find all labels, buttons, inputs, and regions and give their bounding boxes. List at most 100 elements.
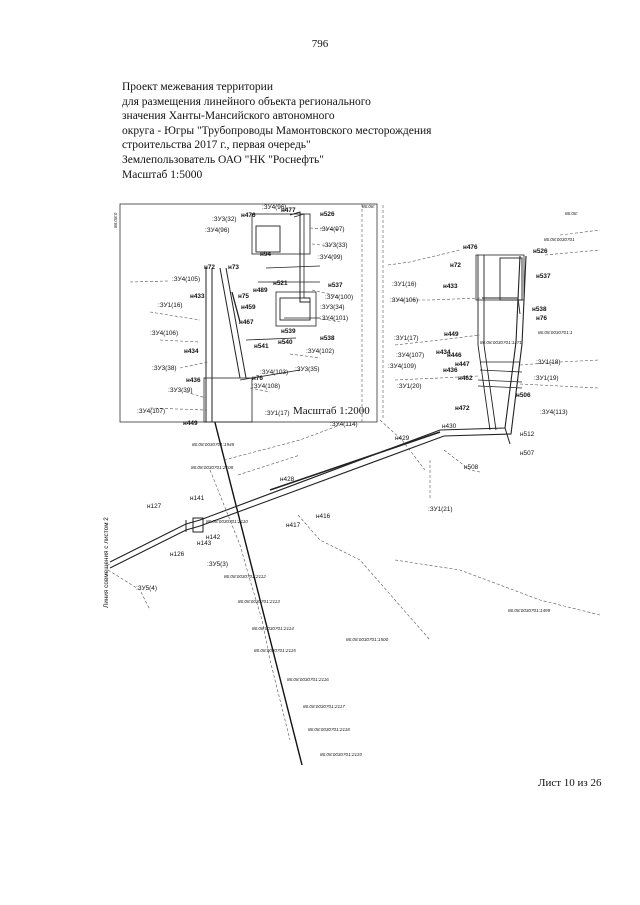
inset-label-22: н467 <box>239 319 254 326</box>
inset-label-18: н433 <box>190 293 205 300</box>
inset-label-39: :ЗУ1(17) <box>265 410 290 417</box>
main-cadastral-9: 86:08:0030701:2118 <box>308 727 350 732</box>
inset-label-32: :ЗУ3(38) <box>152 365 177 372</box>
inset-label-17: :ЗУ1(16) <box>158 302 183 309</box>
right-label-11: н434 <box>436 349 451 356</box>
main-cadastral-10: 86:08:0030701:2119 <box>320 752 362 757</box>
main-label-11: н127 <box>147 503 162 510</box>
main-label-14: н126 <box>170 551 185 558</box>
inset-label-4: н526 <box>320 211 335 218</box>
inset-label-14: н521 <box>273 280 288 287</box>
inset-label-1: :ЗУ3(32) <box>212 216 237 223</box>
inset-label-35: н76 <box>252 375 263 382</box>
inset-label-10: н72 <box>204 264 215 271</box>
main-label-9: н417 <box>286 522 301 529</box>
main-cadastral-0: 86:08:0030701:1948 <box>192 442 235 447</box>
right-cadastral-1: 86:08:0030701 <box>544 237 575 242</box>
inset-label-23: :ЗУ4(101) <box>320 315 348 322</box>
main-label-13: н143 <box>197 540 212 547</box>
main-cadastral-3: 86:08:0030701:2112 <box>224 574 266 579</box>
inset-label-5: :ЗУ4(96) <box>205 227 230 234</box>
right-label-14: н446 <box>447 352 462 359</box>
main-cadastral-7: 86:08:0030701:2116 <box>287 677 329 682</box>
right-label-5: н537 <box>536 273 551 280</box>
right-cadastral-2: 86:08:0030701:1171 <box>480 340 522 345</box>
right-label-15: н447 <box>455 361 470 368</box>
inset-label-12: :ЗУ4(105) <box>172 276 200 283</box>
sheet-label: Лист 10 из 26 <box>538 777 602 789</box>
main-label-8: н416 <box>316 513 331 520</box>
right-label-17: :ЗУ4(109) <box>388 363 416 370</box>
inset-label-31: :ЗУ3(35) <box>295 366 320 373</box>
side-note: Линия совмещения с листом 2 <box>103 517 110 608</box>
main-cadastral-8: 86:08:0030701:2117 <box>303 704 345 709</box>
title-line-6: Землепользователь ОАО "НК "Роснефть" <box>122 153 324 166</box>
right-label-2: н72 <box>450 262 461 269</box>
main-cadastral-1: 86:08:0030701:2108 <box>191 465 234 470</box>
right-label-12: н436 <box>443 367 458 374</box>
inset-corridor <box>203 211 321 423</box>
inset-frame <box>119 203 378 423</box>
main-cadastral-2: 86:08:0030701:2110 <box>206 519 248 524</box>
main-label-4: н512 <box>520 431 535 438</box>
title-line-2: для размещения линейного объекта региона… <box>122 95 371 108</box>
inset-map <box>119 203 378 423</box>
right-label-19: :ЗУ1(19) <box>534 375 559 382</box>
right-label-8: н76 <box>536 315 547 322</box>
right-label-20: :ЗУ1(20) <box>397 383 422 390</box>
inset-label-40: н449 <box>183 420 198 427</box>
inset-label-8: н94 <box>260 251 271 258</box>
inset-label-7: :ЗУ3(33) <box>323 242 348 249</box>
inset-label-15: :ЗУ4(100) <box>325 294 353 301</box>
right-label-22: н472 <box>455 405 470 412</box>
right-label-1: н526 <box>533 248 548 255</box>
main-cadastral-4: 86:08:0030701:2113 <box>238 599 280 604</box>
main-cadastral-11: 86:08:0030701:1499 <box>508 608 551 613</box>
inset-label-16: н489 <box>253 287 268 294</box>
inset-cadastral-1: 86:08:0 <box>113 212 118 228</box>
right-label-4: н433 <box>443 283 458 290</box>
inset-cadastral-0: 86:08: <box>362 204 375 209</box>
main-label-3: н508 <box>464 464 479 471</box>
inset-label-3: н477 <box>281 207 296 214</box>
map-labels: :ЗУ4(114)н429н430н508н512н507:ЗУ1(21)н42… <box>113 204 578 757</box>
right-label-13: :ЗУ4(107) <box>396 352 424 359</box>
inset-dashed <box>129 204 363 422</box>
main-label-1: н429 <box>395 435 410 442</box>
main-label-7: н428 <box>280 476 295 483</box>
right-label-0: н476 <box>463 244 478 251</box>
inset-label-21: :ЗУ3(34) <box>320 304 345 311</box>
main-label-2: н430 <box>442 423 457 430</box>
main-label-12: н142 <box>206 534 221 541</box>
inset-label-6: :ЗУ4(97) <box>320 226 345 233</box>
right-cadastral-3: 86:08:0030701:1 <box>538 330 573 335</box>
right-label-21: н506 <box>516 392 531 399</box>
main-label-15: :ЗУ5(3) <box>207 561 228 568</box>
right-label-16: :ЗУ1(18) <box>536 359 561 366</box>
inset-label-20: н459 <box>241 304 256 311</box>
right-label-10: н449 <box>444 331 459 338</box>
right-cadastral-0: 86:08: <box>565 211 578 216</box>
inset-label-25: :ЗУ4(106) <box>150 330 178 337</box>
inset-label-2: н476 <box>241 212 256 219</box>
main-cadastral-12: 86:08:0030701:1500 <box>346 637 389 642</box>
inset-label-13: н537 <box>328 282 343 289</box>
title-line-3: значения Ханты-Мансийского автономного <box>122 110 335 123</box>
page-number: 796 <box>311 38 329 50</box>
title-block: Проект межевания территории для размещен… <box>122 80 431 182</box>
inset-scale-label: Масштаб 1:2000 <box>293 405 370 417</box>
main-label-6: :ЗУ1(21) <box>428 506 453 513</box>
inset-label-37: :ЗУ4(108) <box>252 383 280 390</box>
main-vertical-line <box>207 394 303 766</box>
inset-label-11: н73 <box>228 264 239 271</box>
inset-label-26: н538 <box>320 335 335 342</box>
title-line-4: округа - Югры "Трубопроводы Мамонтовског… <box>122 124 432 137</box>
right-label-18: н462 <box>458 375 473 382</box>
main-label-16: :ЗУ5(4) <box>136 585 157 592</box>
scale-label: Масштаб 1:5000 <box>122 168 203 181</box>
main-label-5: н507 <box>520 450 535 457</box>
inset-label-28: н540 <box>278 339 293 346</box>
inset-label-33: :ЗУ4(103) <box>260 369 288 376</box>
inset-label-29: :ЗУ4(102) <box>306 348 334 355</box>
